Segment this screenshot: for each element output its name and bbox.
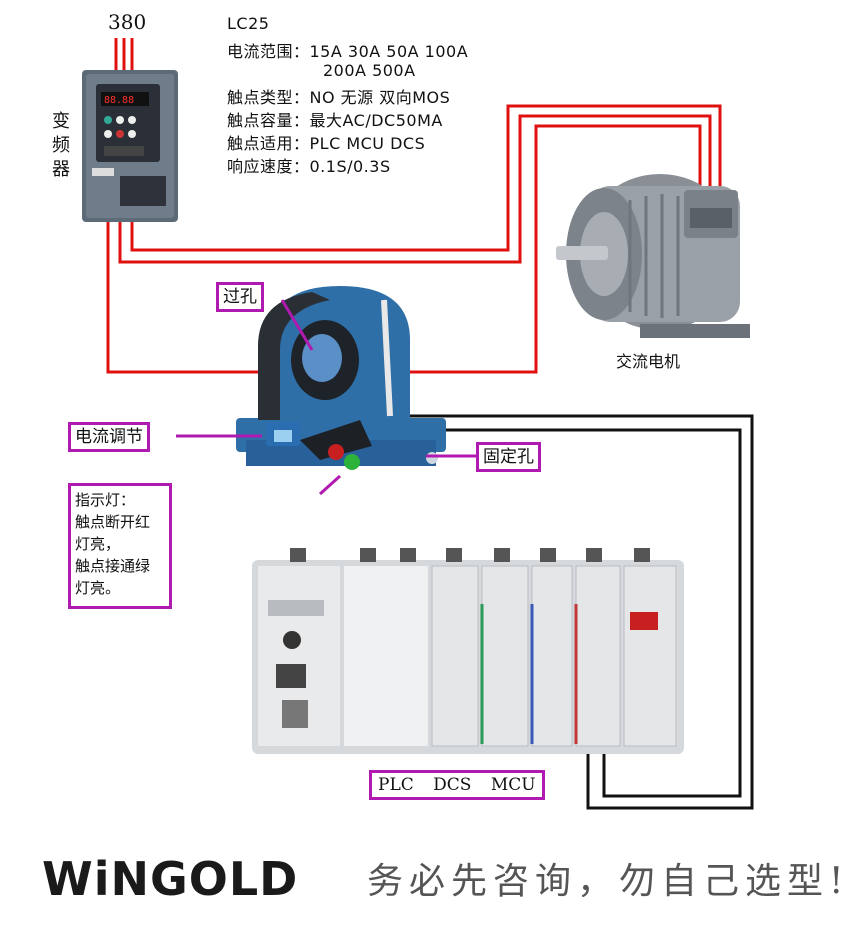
signal-wires <box>368 414 754 810</box>
spec-line: 200A 500A <box>323 61 416 80</box>
indicator-note-line: 触点接通绿 <box>75 557 151 575</box>
through-hole-callout: 过孔 <box>216 282 264 312</box>
indicator-note: 指示灯： 触点断开红 灯亮， 触点接通绿 灯亮。 <box>68 483 172 609</box>
slogan: 务必先咨询，勿自己选型! <box>367 861 850 902</box>
indicator-note-line: 灯亮， <box>75 535 121 553</box>
spec-line: 触点类型：NO 无源 双向MOS <box>227 88 451 107</box>
spec-line: 电流范围：15A 30A 50A 100A <box>227 42 469 61</box>
indicator-note-line: 灯亮。 <box>75 579 121 597</box>
voltage-label: 380 <box>108 10 147 34</box>
ac-motor <box>556 174 750 338</box>
indicator-note-line: 指示灯： <box>75 491 136 509</box>
inverter-label: 变 频 器 <box>52 110 70 182</box>
motor-label: 交流电机 <box>616 352 681 371</box>
mount-hole-callout: 固定孔 <box>476 442 541 472</box>
brand-logo: WiNGOLD <box>42 852 299 906</box>
current-adjust-callout: 电流调节 <box>68 422 150 452</box>
callout-lines <box>176 299 476 496</box>
inverter-label-char: 频 <box>52 135 70 156</box>
spec-model: LC25 <box>227 14 270 33</box>
spec-line: 触点适用：PLC MCU DCS <box>227 134 426 153</box>
svg-text:88.88: 88.88 <box>104 95 134 106</box>
spec-line: 触点容量：最大AC/DC50MA <box>227 111 443 130</box>
inverter: 88.88 <box>82 70 178 222</box>
spec-line: 响应速度：0.1S/0.3S <box>227 157 391 176</box>
indicator-note-line: 触点断开红 <box>75 513 151 531</box>
inverter-label-char: 变 <box>52 111 70 132</box>
inverter-label-char: 器 <box>52 159 70 180</box>
power-wires <box>106 38 722 374</box>
plc-callout: PLC DCS MCU <box>369 770 545 800</box>
plc-rack <box>252 548 684 754</box>
current-sensor <box>236 286 446 470</box>
